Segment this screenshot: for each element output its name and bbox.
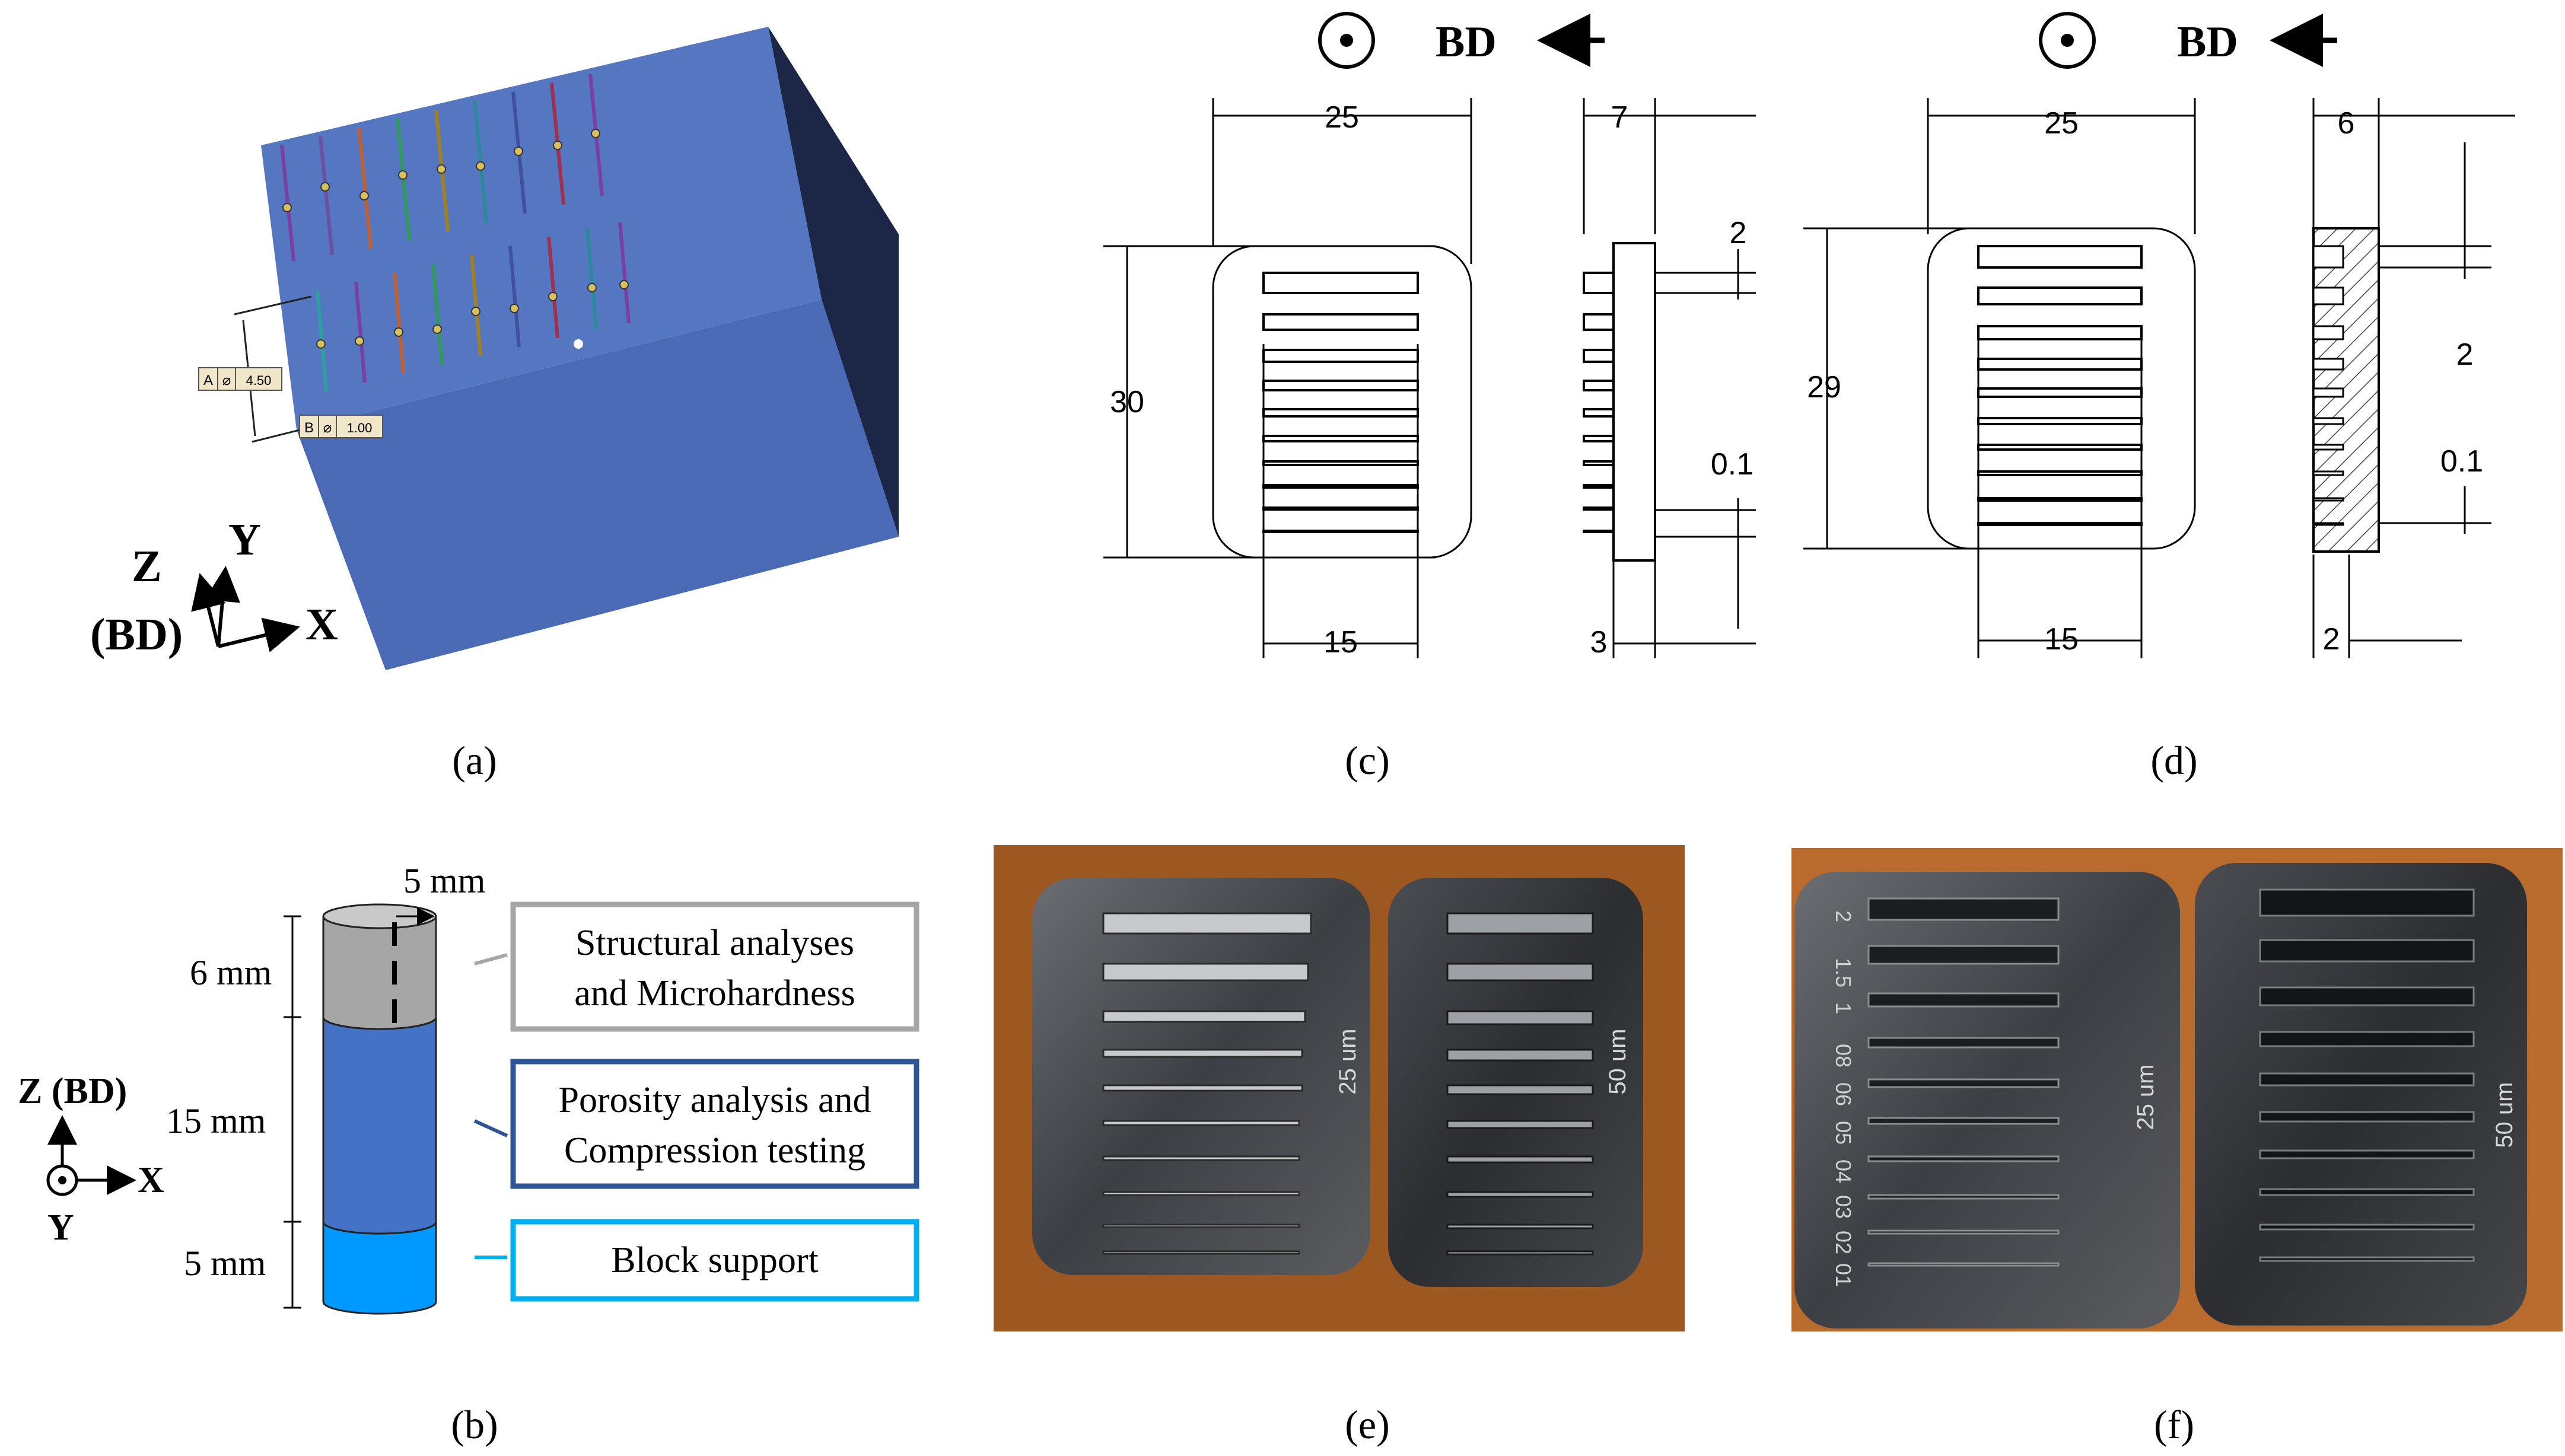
svg-text:06: 06 <box>1831 1082 1856 1106</box>
caption-b: (b) <box>451 1402 498 1447</box>
tolerance-tag-b: B ⌀ 1.00 <box>299 415 383 438</box>
bd-out-of-plane-icon-d <box>2039 12 2096 69</box>
svg-text:Structural analyses: Structural analyses <box>575 923 854 963</box>
axis-label-xb: X <box>138 1160 164 1200</box>
bars-d <box>1977 245 2143 526</box>
dim-gap-c: 2 <box>1730 216 1747 250</box>
white-marker <box>574 339 583 349</box>
dim-width-d: 25 <box>2044 106 2079 141</box>
panel-b: 5 mm 6 mm 15 mm 5 mm Structural analyses… <box>18 861 919 1315</box>
svg-text:Compression testing: Compression testing <box>564 1130 865 1171</box>
caption-a: (a) <box>452 738 497 783</box>
bd-label-d: BD <box>2177 18 2238 66</box>
svg-text:01: 01 <box>1831 1263 1856 1287</box>
strut-dots <box>282 129 629 349</box>
side-view-c <box>1583 242 1656 562</box>
dim-height-d: 29 <box>1807 370 1841 404</box>
axis-label-x: X <box>305 600 338 649</box>
dim-top-b: 6 mm <box>190 953 272 992</box>
dim-width-c: 25 <box>1325 100 1359 135</box>
axis-triad-b: Z (BD) X Y <box>18 1071 164 1248</box>
axis-label-bd: (BD) <box>90 610 183 659</box>
svg-text:02: 02 <box>1831 1231 1856 1254</box>
sample-left-e <box>1032 878 1370 1275</box>
slot-numbers-left-f: 2 1.5 1 08 06 05 04 03 02 01 <box>1831 910 1856 1287</box>
dim-base-c: 3 <box>1590 625 1608 659</box>
cylinder-mid <box>323 1017 436 1234</box>
dim-inner-d: 15 <box>2044 622 2079 657</box>
dim-base-d: 2 <box>2323 622 2340 657</box>
dim-width-b: 5 mm <box>403 861 485 900</box>
panel-a: A ⌀ 4.50 B ⌀ 1.00 Y Z (BD) X <box>90 27 899 670</box>
struts-left-e <box>1102 912 1312 1255</box>
sample-right-f <box>2195 863 2527 1326</box>
dim-gap-d: 2 <box>2456 337 2474 372</box>
panel-e: 25 um 50 um (e) <box>994 845 1685 1447</box>
box-structural <box>510 901 919 1032</box>
sample-left-f <box>1794 872 2180 1328</box>
drawing-c <box>1103 98 1756 658</box>
dim-bottom-b: 5 mm <box>184 1244 266 1283</box>
svg-text:B: B <box>304 420 314 436</box>
axis-label-z: Z <box>132 541 162 591</box>
svg-text:4.50: 4.50 <box>246 373 272 388</box>
dim-inner-c: 15 <box>1323 625 1358 659</box>
box-support <box>510 1219 919 1302</box>
cylinder-bottom <box>323 1222 436 1314</box>
caption-f: (f) <box>2154 1402 2194 1447</box>
caption-d: (d) <box>2150 738 2197 783</box>
panel-f: 2 1.5 1 08 06 05 04 03 02 01 25 um 50 um… <box>1791 848 2563 1447</box>
block-side-face <box>768 27 899 537</box>
svg-text:A: A <box>203 372 213 388</box>
slots-right-f <box>2259 888 2475 1262</box>
struts-right-e <box>1446 912 1594 1256</box>
svg-text:2: 2 <box>1831 910 1856 922</box>
dim-lines-b <box>284 915 301 1309</box>
svg-text:05: 05 <box>1831 1121 1856 1145</box>
block-front-face <box>297 300 899 670</box>
svg-text:⌀: ⌀ <box>222 372 231 388</box>
svg-text:1: 1 <box>1831 1002 1856 1014</box>
bd-label-c: BD <box>1436 18 1497 66</box>
bd-out-of-plane-icon <box>1318 12 1375 69</box>
svg-text:and Microhardness: and Microhardness <box>574 973 855 1014</box>
photo-label-right-e: 50 um <box>1605 1028 1631 1094</box>
dim-mid-b: 15 mm <box>166 1101 266 1140</box>
svg-text:⌀: ⌀ <box>323 420 332 436</box>
tolerance-tag-a: A ⌀ 4.50 <box>198 367 282 391</box>
axis-label-y: Y <box>228 515 261 565</box>
svg-text:08: 08 <box>1831 1044 1856 1068</box>
caption-c: (c) <box>1345 738 1389 783</box>
panel-c: BD <box>1103 12 1756 783</box>
svg-text:03: 03 <box>1831 1195 1856 1219</box>
box-porosity <box>510 1059 919 1189</box>
svg-text:1.5: 1.5 <box>1831 958 1856 987</box>
slots-left-f <box>1867 897 2060 1267</box>
axis-label-yb: Y <box>47 1208 74 1248</box>
caption-e: (e) <box>1345 1402 1389 1447</box>
panel-d: BD <box>1803 12 2515 783</box>
svg-text:Block support: Block support <box>611 1240 819 1280</box>
photo-label-left-e: 25 um <box>1335 1028 1361 1094</box>
dim-min-c: 0.1 <box>1711 447 1754 482</box>
bars-c <box>1262 272 1419 533</box>
axis-label-zbd: Z (BD) <box>18 1071 127 1111</box>
axis-triad-a: Y Z (BD) X <box>90 515 338 659</box>
svg-text:1.00: 1.00 <box>347 420 373 435</box>
dim-min-d: 0.1 <box>2440 444 2483 479</box>
photo-label-left-f: 25 um <box>2133 1064 2159 1130</box>
drawing-d <box>1803 98 2515 658</box>
photo-label-right-f: 50 um <box>2491 1082 2518 1148</box>
cylinder-top <box>323 916 436 1029</box>
svg-text:04: 04 <box>1831 1159 1856 1183</box>
dim-height-c: 30 <box>1110 385 1144 419</box>
dim-side-c: 7 <box>1611 100 1628 135</box>
dim-side-d: 6 <box>2338 106 2355 141</box>
svg-text:Porosity analysis and: Porosity analysis and <box>559 1080 871 1120</box>
